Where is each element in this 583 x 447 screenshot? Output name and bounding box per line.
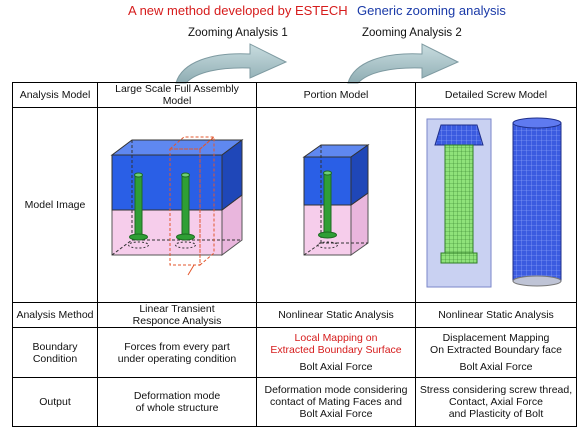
analysis-method-label: Analysis Method bbox=[12, 302, 98, 329]
assembly-block-diagram bbox=[110, 136, 244, 276]
boundary-large-line-2: under operating condition bbox=[117, 352, 237, 365]
output-row: Output Deformation mode of whole structu… bbox=[12, 377, 577, 428]
zoom-arrow-1-icon bbox=[175, 43, 288, 84]
boundary-detailed-line-2: On Extracted Boundary face bbox=[430, 344, 562, 357]
output-label: Output bbox=[12, 377, 98, 428]
analysis-method-large-scale: Linear Transient Responce Analysis bbox=[97, 302, 257, 329]
analysis-comparison-table: Analysis Model Large Scale Full Assembly… bbox=[12, 81, 577, 428]
zoom-arrow-2-icon bbox=[347, 43, 460, 84]
header-row: Analysis Model Large Scale Full Assembly… bbox=[12, 81, 577, 109]
output-large-scale: Deformation mode of whole structure bbox=[97, 377, 257, 428]
header-detailed-screw-model: Detailed Screw Model bbox=[415, 81, 577, 109]
model-image-label: Model Image bbox=[12, 107, 98, 304]
screw-mesh-diagram bbox=[426, 117, 562, 288]
header-analysis-model: Analysis Model bbox=[12, 81, 98, 109]
model-image-row: Model Image bbox=[12, 107, 577, 304]
boundary-condition-row: Boundary Condition Forces from every par… bbox=[12, 327, 577, 379]
header-large-scale-model: Large Scale Full Assembly Model bbox=[97, 81, 257, 109]
output-detailed-line-3: and Plasticity of Bolt bbox=[448, 408, 544, 421]
output-portion-line-3: Bolt Axial Force bbox=[299, 408, 373, 421]
boundary-detailed-line-3: Bolt Axial Force bbox=[459, 361, 533, 374]
method-line-1: Linear Transient bbox=[139, 303, 215, 316]
boundary-portion-red-line-2: Extracted Boundary Surface bbox=[270, 344, 402, 357]
zooming-analysis-1-label: Zooming Analysis 1 bbox=[188, 27, 288, 39]
boundary-detailed-line-1: Displacement Mapping bbox=[442, 332, 550, 345]
output-detailed-line-1: Stress considering screw thread, bbox=[419, 384, 573, 397]
zooming-analysis-2-label: Zooming Analysis 2 bbox=[362, 27, 462, 39]
boundary-condition-label: Boundary Condition bbox=[12, 327, 98, 379]
analysis-method-portion: Nonlinear Static Analysis bbox=[256, 302, 416, 329]
analysis-method-row: Analysis Method Linear Transient Responc… bbox=[12, 302, 577, 329]
boundary-label-line-2: Condition bbox=[32, 352, 78, 365]
output-detailed: Stress considering screw thread, Contact… bbox=[415, 377, 577, 428]
output-portion: Deformation mode considering contact of … bbox=[256, 377, 416, 428]
output-large-line-2: of whole structure bbox=[135, 402, 219, 415]
new-method-title: A new method developed by ESTECH bbox=[128, 3, 348, 18]
boundary-detailed: Displacement Mapping On Extracted Bounda… bbox=[415, 327, 577, 379]
boundary-portion-red-line-1: Local Mapping on bbox=[294, 332, 378, 345]
portion-model-image bbox=[256, 107, 416, 304]
portion-block-diagram bbox=[302, 144, 370, 257]
method-line-2: Responce Analysis bbox=[132, 315, 222, 328]
boundary-label-line-1: Boundary bbox=[32, 340, 78, 353]
boundary-large-line-1: Forces from every part bbox=[124, 340, 230, 353]
boundary-large-scale: Forces from every part under operating c… bbox=[97, 327, 257, 379]
large-scale-model-image bbox=[97, 107, 257, 304]
boundary-portion-line-3: Bolt Axial Force bbox=[299, 361, 373, 374]
boundary-portion: Local Mapping on Extracted Boundary Surf… bbox=[256, 327, 416, 379]
generic-zooming-title: Generic zooming analysis bbox=[357, 3, 506, 18]
output-large-line-1: Deformation mode bbox=[133, 390, 221, 403]
output-portion-line-1: Deformation mode considering bbox=[264, 384, 408, 397]
detailed-screw-model-image bbox=[415, 107, 577, 304]
header-portion-model: Portion Model bbox=[256, 81, 416, 109]
output-detailed-line-2: Contact, Axial Force bbox=[449, 396, 543, 409]
analysis-method-detailed: Nonlinear Static Analysis bbox=[415, 302, 577, 329]
output-portion-line-2: contact of Mating Faces and bbox=[270, 396, 402, 409]
